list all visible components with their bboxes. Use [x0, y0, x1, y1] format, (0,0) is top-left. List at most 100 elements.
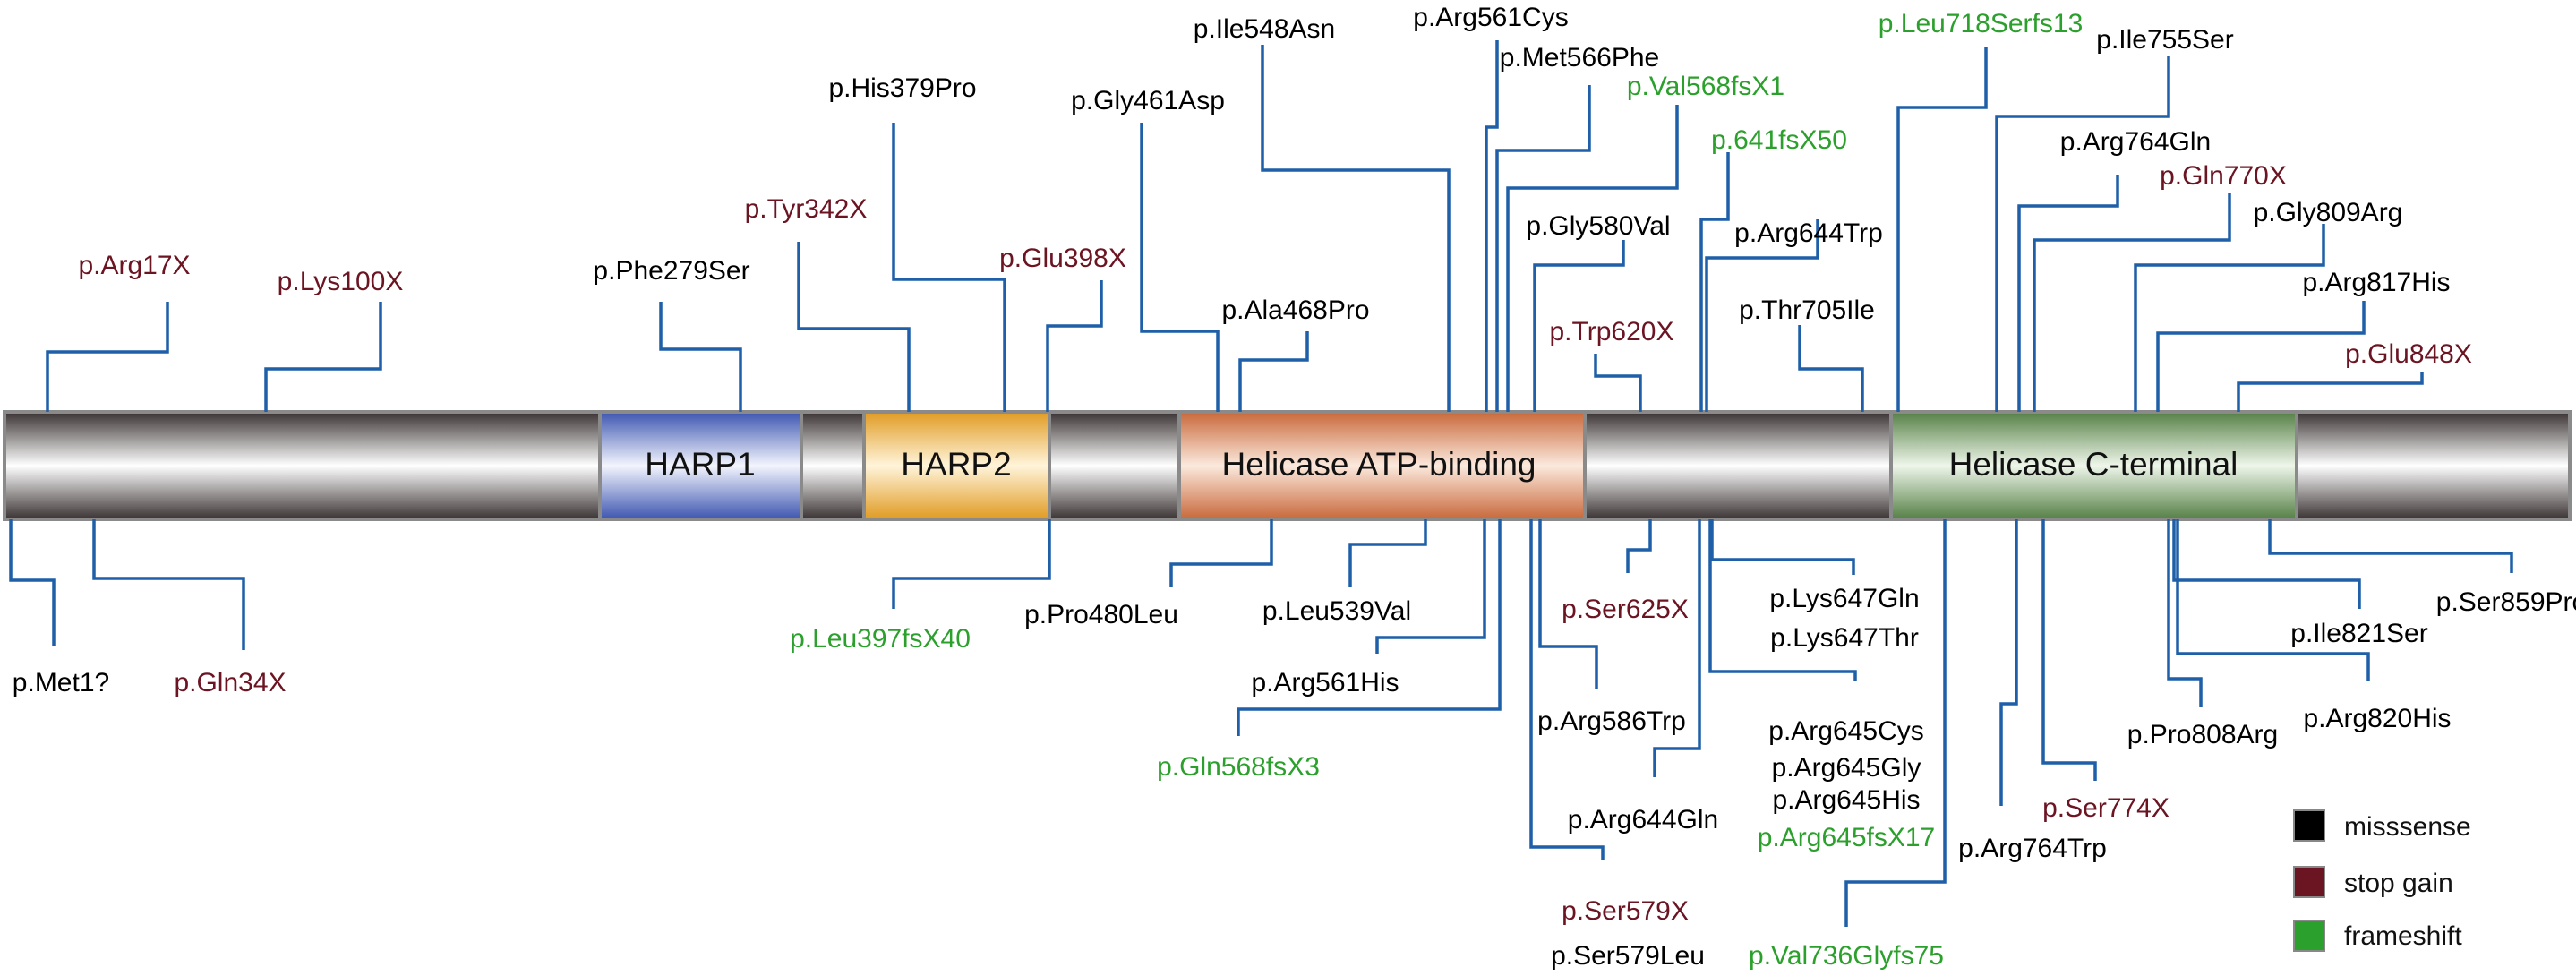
- leader-line: [1261, 45, 1451, 412]
- mutation-label: p.Gly580Val: [1526, 211, 1670, 241]
- mutation-label: p.Glu398X: [999, 244, 1126, 273]
- leader-line: [92, 519, 245, 650]
- leader-line: [2237, 372, 2424, 412]
- mutation-label: p.Arg645fsX17: [1758, 823, 1935, 852]
- leader-line: [1169, 519, 1273, 587]
- mutation-label: p.Arg817His: [2302, 268, 2450, 297]
- leader-line: [1375, 519, 1486, 654]
- mutation-label: p.Lys647Thr: [1770, 623, 1919, 653]
- leader-line: [1533, 240, 1625, 412]
- mutation-label: p.Gln770X: [2160, 161, 2287, 191]
- domain-helicase-c-label: Helicase C-terminal: [1949, 446, 2238, 483]
- linker-segment: [800, 410, 866, 521]
- mutation-label: p.Arg645Gly: [1772, 753, 1921, 783]
- legend: misssense stop gain frameshift: [2293, 809, 2471, 952]
- leader-line: [892, 123, 1006, 412]
- mutation-label: p.Arg17X: [78, 251, 190, 280]
- legend-item-stop-gain: stop gain: [2293, 866, 2453, 898]
- mutation-label: p.Arg764Gln: [2060, 127, 2211, 157]
- mutation-label: p.Lys647Gln: [1769, 584, 1919, 613]
- leader-line: [1708, 519, 1857, 681]
- leader-line: [1896, 47, 1988, 412]
- leader-line: [1798, 325, 1864, 412]
- labels-below: p.Met1? p.Gln34X p.Leu397fsX40 p.Pro480L…: [13, 584, 2576, 971]
- leader-line: [2268, 519, 2513, 573]
- leader-line: [1995, 56, 2170, 412]
- mutation-label: p.Val568fsX1: [1627, 72, 1784, 101]
- leader-line: [1594, 354, 1642, 412]
- legend-swatch-missense: [2293, 809, 2325, 842]
- leader-line: [1626, 519, 1652, 573]
- domain-harp1-label: HARP1: [645, 446, 755, 483]
- leader-line: [9, 519, 56, 646]
- mutation-label: p.Ser774X: [2042, 793, 2169, 823]
- mutation-label: p.Ser859Pro: [2436, 587, 2576, 617]
- legend-label: stop gain: [2344, 869, 2453, 898]
- mutation-label: p.Pro808Arg: [2127, 720, 2278, 749]
- mutation-label: p.Met1?: [13, 668, 109, 698]
- leader-line: [1237, 519, 1502, 736]
- domain-harp2-box: [862, 410, 1051, 521]
- leader-line: [1710, 519, 1855, 575]
- mutation-label: p.Gly809Arg: [2254, 198, 2403, 227]
- mutation-label: p.Arg645Cys: [1768, 716, 1923, 746]
- leader-line: [1538, 519, 1598, 689]
- leader-lines-below: [9, 519, 2513, 927]
- mutation-label: p.Leu718Serfs13: [1879, 9, 2084, 39]
- mutation-label: p.Ile821Ser: [2290, 619, 2427, 648]
- leader-line: [2041, 519, 2097, 781]
- domain-harp1: HARP1: [598, 410, 803, 521]
- mutation-label: p.Trp620X: [1550, 317, 1674, 347]
- leader-line: [2176, 519, 2370, 681]
- mutation-label: p.Leu397fsX40: [790, 624, 971, 654]
- mutation-label: p.Glu848X: [2345, 339, 2472, 369]
- legend-item-missense: misssense: [2293, 809, 2471, 842]
- linker-segment: [3, 410, 602, 521]
- leader-line: [1844, 519, 1947, 927]
- leader-line: [1140, 123, 1220, 412]
- leader-line: [1653, 519, 1701, 777]
- mutation-label: p.Gly461Asp: [1071, 86, 1225, 116]
- linker-segment: [1048, 410, 1181, 521]
- mutation-label: p.Thr705Ile: [1739, 295, 1875, 325]
- domain-helicase-atp: Helicase ATP-binding: [1177, 410, 1587, 521]
- legend-label: misssense: [2344, 812, 2471, 842]
- mutation-label: p.Ile755Ser: [2096, 25, 2233, 55]
- domain-harp2-label: HARP2: [901, 446, 1011, 483]
- legend-item-frameshift: frameshift: [2293, 920, 2462, 952]
- leader-line: [1699, 152, 1730, 412]
- mutation-label: p.Gln34X: [174, 668, 286, 698]
- mutation-label: p.Ile548Asn: [1194, 14, 1335, 44]
- mutation-label: p.Arg644Gln: [1568, 805, 1718, 835]
- labels-above: p.Arg17X p.Lys100X p.Phe279Ser p.Tyr342X…: [78, 3, 2471, 369]
- leader-line: [1238, 331, 1309, 412]
- mutation-label: p.Arg764Trp: [1958, 834, 2107, 863]
- leader-line: [2017, 175, 2119, 412]
- mutation-label: p.Arg586Trp: [1537, 706, 1686, 736]
- leader-line: [2172, 519, 2361, 609]
- leader-line: [1999, 519, 2018, 806]
- mutation-label: p.Ser579X: [1562, 896, 1689, 926]
- leader-line: [659, 302, 742, 412]
- mutation-label: p.Arg561Cys: [1413, 3, 1568, 32]
- leader-line: [2156, 301, 2366, 412]
- mutation-label: p.Leu539Val: [1262, 596, 1411, 626]
- mutation-label: p.Tyr342X: [745, 194, 868, 224]
- linker-segment: [2295, 410, 2572, 521]
- leader-line: [46, 302, 169, 412]
- leader-line: [892, 519, 1051, 609]
- leader-line: [264, 302, 382, 412]
- mutation-label: p.Arg561His: [1251, 668, 1399, 698]
- leader-line: [2167, 519, 2203, 707]
- linker-segment: [1583, 410, 1893, 521]
- domain-harp1-box: [598, 410, 803, 521]
- leader-line: [1485, 40, 1499, 412]
- mutation-label: p.Arg820His: [2303, 704, 2451, 733]
- protein-bar: HARP1 HARP2 Helicase ATP-binding Helicas…: [3, 410, 2572, 521]
- leader-line: [2134, 224, 2325, 412]
- leader-line: [797, 242, 911, 412]
- mutation-label: p.Phe279Ser: [593, 256, 749, 286]
- leader-line: [1348, 519, 1427, 587]
- leader-lines-above: [46, 40, 2424, 412]
